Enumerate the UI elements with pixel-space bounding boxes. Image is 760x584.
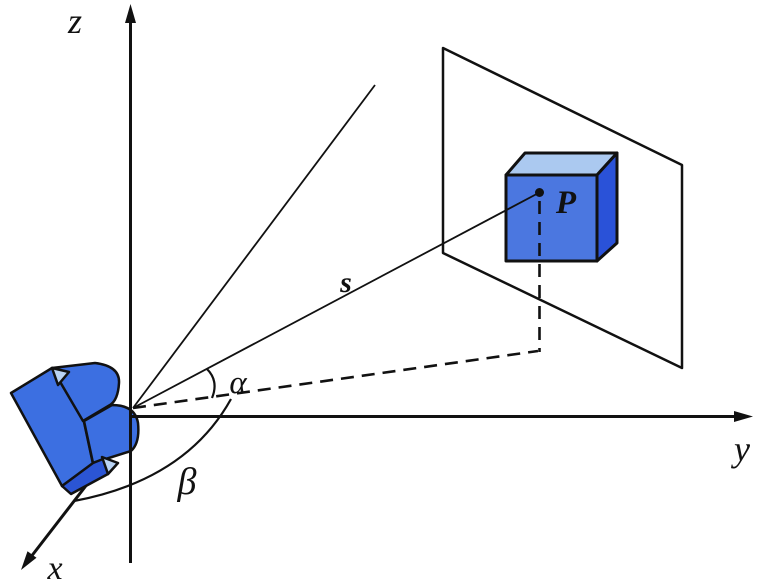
y-axis-label: y: [731, 429, 750, 469]
cube-front-face: [504, 173, 599, 263]
z-axis-arrowhead-icon: [125, 4, 136, 23]
z-axis: [125, 4, 136, 563]
scanner-lower-lens: [82, 403, 140, 465]
range-line-s: [132, 191, 540, 409]
alpha-angle-label: α: [229, 365, 247, 401]
target-cube: [504, 151, 619, 263]
laser-scanner: [9, 361, 140, 496]
point-p-label: P: [555, 185, 577, 221]
scanner-accent-lower-triangle: [100, 455, 120, 476]
alpha-angle-arc: [206, 368, 216, 399]
range-label-s: s: [339, 266, 352, 299]
field-of-view-line: [132, 84, 376, 409]
scanner-upper-lens: [50, 361, 121, 423]
y-axis-arrowhead-icon: [734, 411, 753, 422]
y-axis: [131, 411, 753, 422]
x-axis-arrowhead-icon: [21, 551, 37, 570]
z-axis-label: z: [67, 1, 82, 41]
x-axis-label: x: [46, 550, 62, 584]
horizontal-projection-dashed-line: [132, 349, 539, 410]
beta-angle-arc: [73, 398, 232, 503]
point-p-dot: [535, 188, 544, 197]
beta-angle-label: β: [177, 461, 197, 503]
scanner-accent-upper-triangle: [50, 366, 71, 387]
